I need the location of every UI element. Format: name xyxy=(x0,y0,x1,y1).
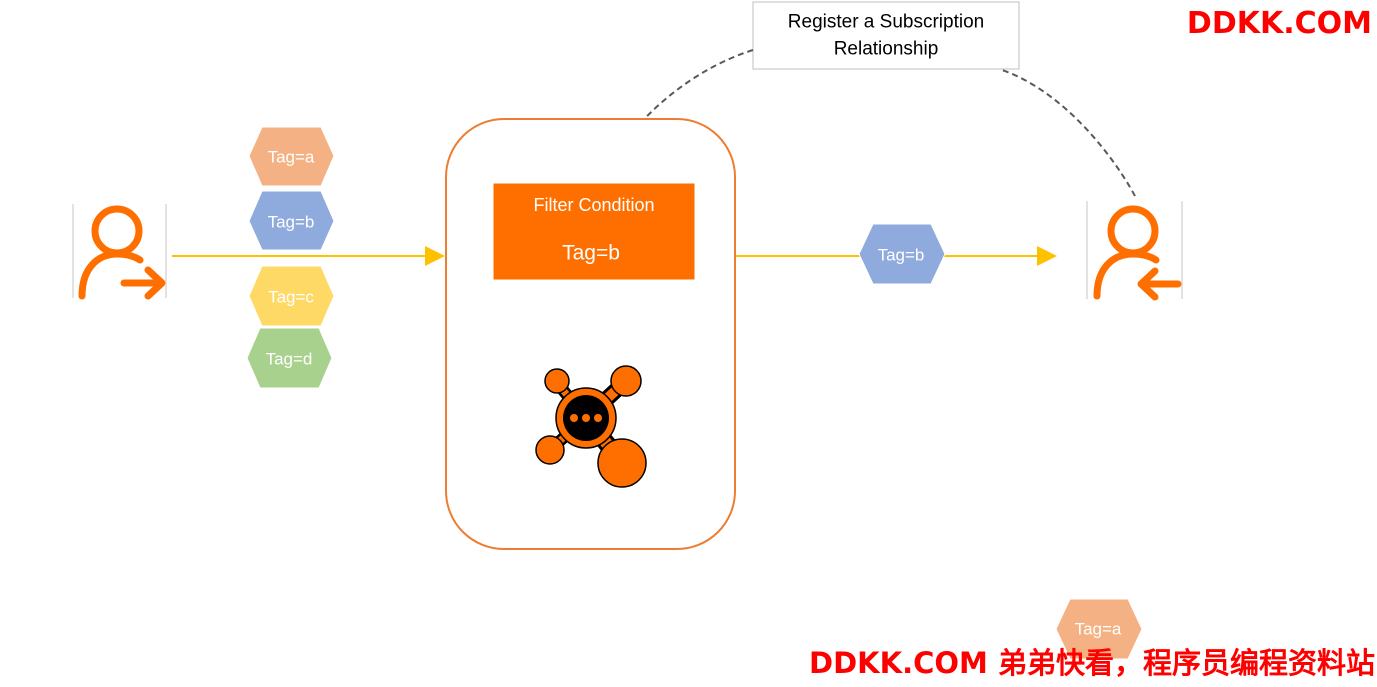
incoming-tag-c: Tag=c xyxy=(248,265,335,327)
watermark-top: DDKK.COM xyxy=(1187,6,1372,41)
incoming-tag-d: Tag=d xyxy=(246,327,333,389)
incoming-tag-c-label: Tag=c xyxy=(268,288,314,307)
register-subscription-note: Register a Subscription Relationship xyxy=(752,1,1020,70)
filter-condition-box: Filter Condition Tag=b xyxy=(492,182,696,281)
stray-tag-a: Tag=a xyxy=(1055,598,1143,660)
register-note-line2: Relationship xyxy=(834,39,939,60)
incoming-tag-b: Tag=b xyxy=(248,190,335,251)
consumer-icon xyxy=(1086,201,1183,301)
broker-logo-icon xyxy=(535,365,647,488)
outgoing-tag-b: Tag=b xyxy=(858,223,946,285)
incoming-tag-a: Tag=a xyxy=(248,126,335,187)
incoming-tag-b-label: Tag=b xyxy=(268,213,315,232)
stray-tag-label: Tag=a xyxy=(1075,620,1122,639)
register-note-line1: Register a Subscription xyxy=(788,12,984,33)
incoming-tag-a-label: Tag=a xyxy=(268,148,315,167)
incoming-tag-d-label: Tag=d xyxy=(266,350,313,369)
outgoing-tag-label: Tag=b xyxy=(878,246,925,265)
dashed-connector-consumer xyxy=(1001,69,1136,197)
filter-condition-value: Tag=b xyxy=(562,242,620,265)
producer-icon xyxy=(72,204,167,300)
filter-title: Filter Condition xyxy=(533,195,654,215)
watermark-bottom: DDKK.COM 弟弟快看，程序员编程资料站 xyxy=(809,646,1375,680)
